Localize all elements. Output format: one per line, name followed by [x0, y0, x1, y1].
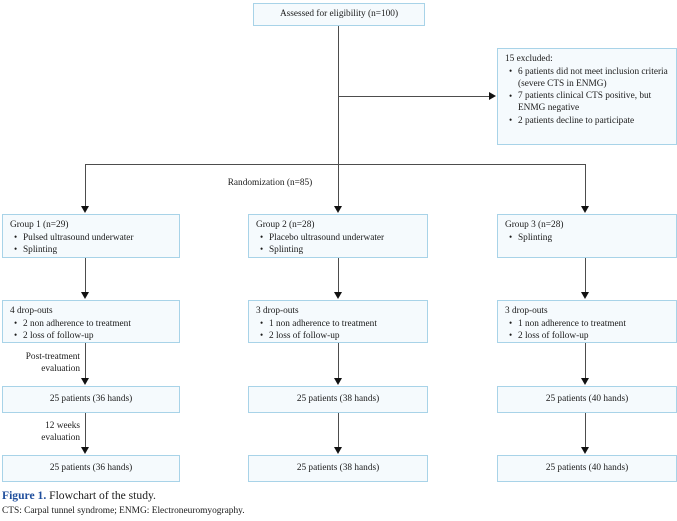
box-final-1: 25 patients (36 hands) [2, 455, 180, 482]
list-item: 2 loss of follow-up [509, 329, 670, 342]
caption-main-line: Figure 1. Flowchart of the study. [2, 489, 602, 503]
list-item: Splinting [260, 243, 421, 256]
arrowhead-final-3-icon [581, 447, 589, 454]
box-dropouts-1: 4 drop-outs 2 non adherence to treatment… [2, 300, 180, 343]
assessed-for-eligibility-text: Assessed for eligibility (n=100) [279, 9, 399, 20]
list-item: Placebo ultrasound underwater [260, 231, 421, 244]
box-dropouts-3: 3 drop-outs 1 non adherence to treatment… [497, 300, 677, 343]
group-1-list: Pulsed ultrasound underwater Splinting [10, 231, 173, 256]
arrowhead-group-3-icon [581, 206, 589, 213]
dropouts-1-list: 2 non adherence to treatment 2 loss of f… [10, 317, 173, 342]
connector-group-2-to-dropouts [338, 258, 339, 294]
caption-title-text: Flowchart of the study. [46, 489, 156, 502]
final-1-text: 25 patients (36 hands) [49, 463, 133, 474]
connector-bar-to-group-2 [338, 164, 339, 208]
list-item: 6 patients did not meet inclusion criter… [509, 65, 670, 90]
arrowhead-post-3-icon [581, 378, 589, 385]
connector-dropouts-2-to-post [338, 343, 339, 379]
final-3-text: 25 patients (40 hands) [545, 463, 629, 474]
list-item: 2 loss of follow-up [260, 329, 421, 342]
excluded-list: 6 patients did not meet inclusion criter… [505, 65, 670, 127]
connector-distribution-bar [85, 164, 586, 165]
arrowhead-group-2-icon [334, 206, 342, 213]
list-item: 2 non adherence to treatment [14, 317, 173, 330]
box-excluded: 15 excluded: 6 patients did not meet inc… [497, 48, 677, 145]
box-post-treatment-3: 25 patients (40 hands) [497, 386, 677, 413]
box-group-1: Group 1 (n=29) Pulsed ultrasound underwa… [2, 214, 180, 258]
figure-caption: Figure 1. Flowchart of the study. CTS: C… [2, 489, 602, 517]
box-group-3: Group 3 (n=28) Splinting [497, 214, 677, 258]
post-treatment-1-text: 25 patients (36 hands) [49, 394, 133, 405]
group-3-title: Group 3 (n=28) [505, 220, 564, 230]
list-item: 7 patients clinical CTS positive, but EN… [509, 90, 670, 114]
connector-trunk-main [338, 26, 339, 165]
dropouts-2-list: 1 non adherence to treatment 2 loss of f… [256, 317, 421, 342]
group-2-title: Group 2 (n=28) [256, 220, 315, 230]
connector-post-3-to-final [585, 413, 586, 449]
arrowhead-dropouts-1-icon [81, 292, 89, 299]
arrowhead-group-1-icon [81, 206, 89, 213]
box-assessed-for-eligibility: Assessed for eligibility (n=100) [253, 3, 425, 26]
group-2-list: Placebo ultrasound underwater Splinting [256, 231, 421, 256]
dropouts-2-title: 3 drop-outs [256, 306, 299, 316]
box-post-treatment-2: 25 patients (38 hands) [248, 386, 428, 413]
final-2-text: 25 patients (38 hands) [296, 463, 380, 474]
dropouts-1-title: 4 drop-outs [10, 306, 53, 316]
connector-to-excluded [338, 96, 490, 97]
label-twelve-weeks-evaluation: 12 weeks evaluation [41, 421, 80, 443]
list-item: 1 non adherence to treatment [509, 317, 670, 330]
connector-dropouts-1-to-post [85, 343, 86, 379]
post-treatment-2-text: 25 patients (38 hands) [296, 394, 380, 405]
box-dropouts-2: 3 drop-outs 1 non adherence to treatment… [248, 300, 428, 343]
excluded-title: 15 excluded: [505, 54, 553, 64]
post-treatment-3-text: 25 patients (40 hands) [545, 394, 629, 405]
arrowhead-dropouts-3-icon [581, 292, 589, 299]
connector-group-1-to-dropouts [85, 258, 86, 294]
figure-number: Figure 1. [2, 489, 47, 502]
group-1-title: Group 1 (n=29) [10, 220, 69, 230]
list-item: 2 patients decline to participate [509, 114, 670, 127]
box-final-3: 25 patients (40 hands) [497, 455, 677, 482]
connector-bar-to-group-1 [85, 164, 86, 208]
dropouts-3-title: 3 drop-outs [505, 306, 548, 316]
randomization-label: Randomization (n=85) [227, 178, 313, 188]
arrowhead-final-1-icon [81, 447, 89, 454]
arrowhead-final-2-icon [334, 447, 342, 454]
connector-bar-to-group-3 [585, 164, 586, 208]
label-post-treatment-evaluation: Post-treatment evaluation [25, 352, 80, 374]
dropouts-3-list: 1 non adherence to treatment 2 loss of f… [505, 317, 670, 342]
caption-abbreviations: CTS: Carpal tunnel syndrome; ENMG: Elect… [2, 506, 245, 516]
connector-post-2-to-final [338, 413, 339, 449]
list-item: Splinting [14, 243, 173, 256]
list-item: 2 loss of follow-up [14, 329, 173, 342]
list-item: 1 non adherence to treatment [260, 317, 421, 330]
connector-group-3-to-dropouts [585, 258, 586, 294]
connector-post-1-to-final [85, 413, 86, 449]
list-item: Splinting [509, 231, 670, 244]
arrowhead-dropouts-2-icon [334, 292, 342, 299]
box-final-2: 25 patients (38 hands) [248, 455, 428, 482]
box-post-treatment-1: 25 patients (36 hands) [2, 386, 180, 413]
arrowhead-to-excluded-icon [489, 92, 496, 100]
list-item: Pulsed ultrasound underwater [14, 231, 173, 244]
connector-dropouts-3-to-post [585, 343, 586, 379]
box-group-2: Group 2 (n=28) Placebo ultrasound underw… [248, 214, 428, 258]
arrowhead-post-1-icon [81, 378, 89, 385]
group-3-list: Splinting [505, 231, 670, 244]
arrowhead-post-2-icon [334, 378, 342, 385]
